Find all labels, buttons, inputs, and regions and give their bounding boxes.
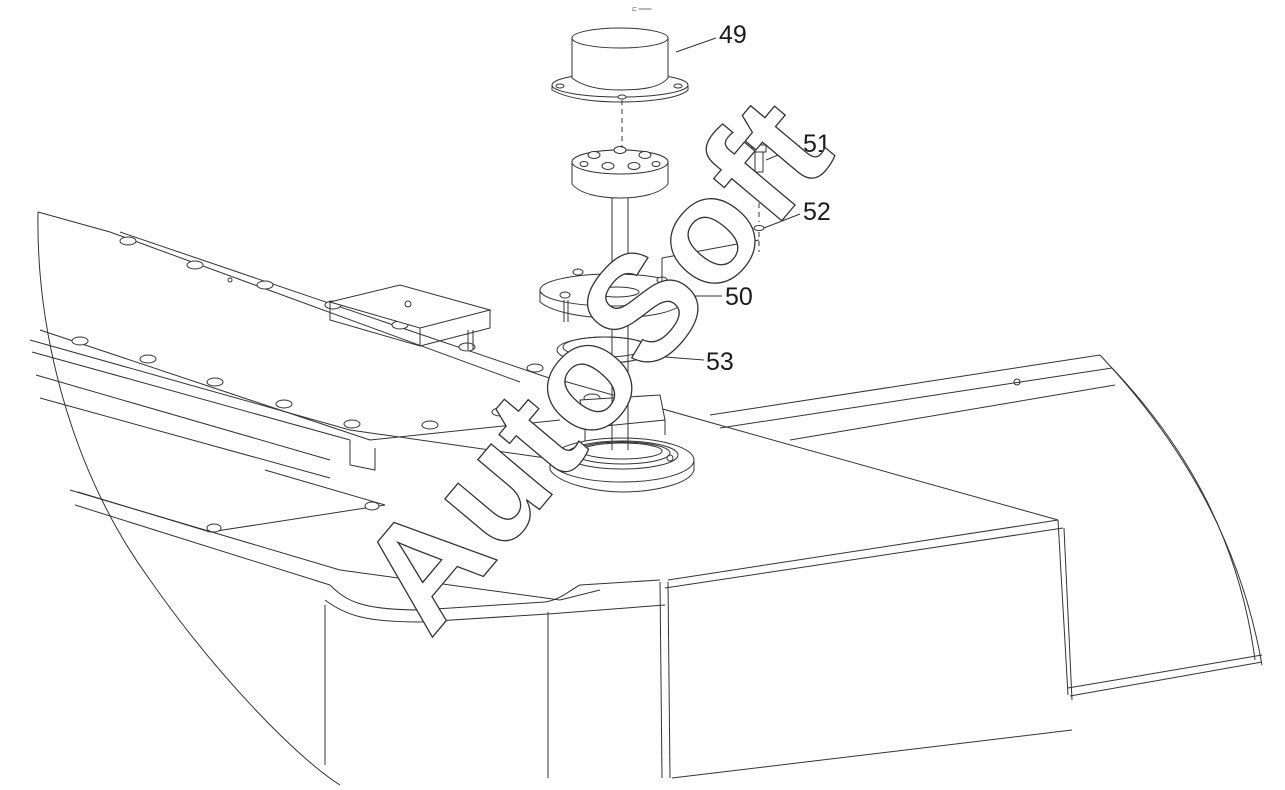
screw-and-washer xyxy=(661,144,767,282)
sensor-assembly: ⊏ ═══ xyxy=(539,7,689,450)
callouts: 49 51 52 50 53 xyxy=(706,21,831,376)
mounting-bracket xyxy=(579,394,666,445)
bolted-lid-plate xyxy=(39,231,601,533)
callout-51: 51 xyxy=(803,130,831,158)
bolt-row-top xyxy=(119,236,544,373)
callout-52: 52 xyxy=(803,198,831,226)
callout-53: 53 xyxy=(706,348,734,376)
tank-body xyxy=(29,211,1263,786)
leader-lines xyxy=(651,37,801,361)
callout-49: 49 xyxy=(719,21,747,49)
base-flange xyxy=(549,437,695,493)
bolt-row-bottom xyxy=(71,336,601,430)
callout-50: 50 xyxy=(725,283,753,311)
top-mark-text: ⊏ ═══ xyxy=(632,7,652,13)
